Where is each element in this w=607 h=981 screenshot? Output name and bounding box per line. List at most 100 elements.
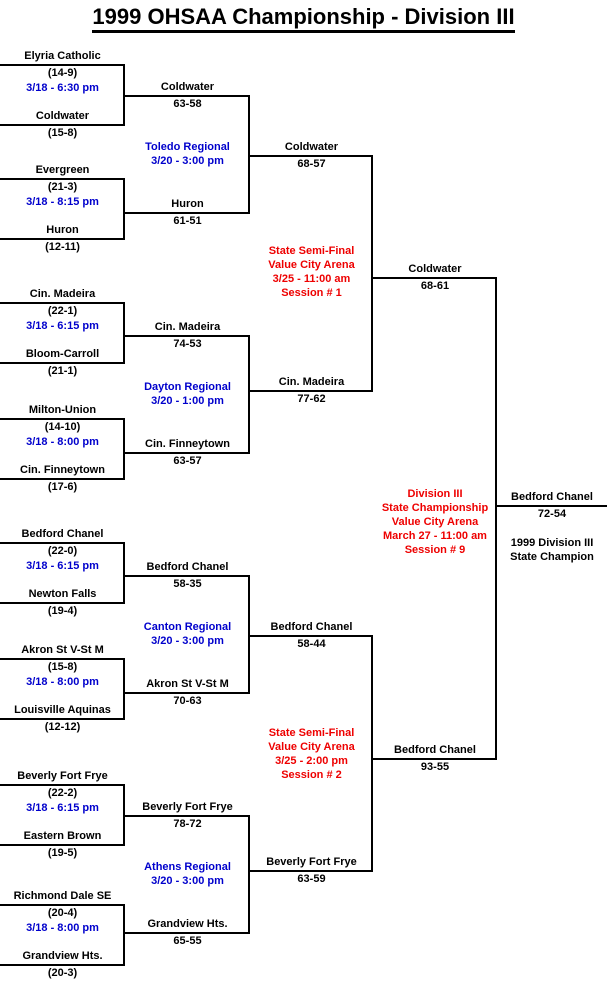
page-title: 1999 OHSAA Championship - Division III — [0, 4, 607, 33]
final-info-line5: Session # 9 — [404, 544, 466, 556]
r3-m2-bottom-team: Beverly Fort Frye — [266, 856, 357, 868]
final-info-line2: State Championship — [381, 502, 489, 514]
r1-m1-bottom-line — [0, 124, 125, 126]
r2-m3-bottom-score: 70-63 — [173, 695, 202, 707]
r1-m2-record2: (12-11) — [45, 241, 80, 253]
r1-m8-right-line — [123, 904, 125, 966]
r1-m8-team2: Grandview Hts. — [22, 950, 103, 962]
r1-m8-top-line — [0, 904, 125, 906]
champion-score: 72-54 — [537, 508, 567, 520]
r1-m6-top-line — [0, 658, 125, 660]
r2-m4-right-line — [248, 815, 250, 934]
r2-m3-bottom-team: Akron St V-St M — [146, 678, 229, 690]
r1-m8-record1: (20-4) — [47, 907, 78, 919]
final-info-line3: Value City Arena — [391, 516, 479, 528]
r1-m6-right-line — [123, 658, 125, 720]
r2-m1-right-line — [248, 95, 250, 214]
r1-m7-bottom-line — [0, 844, 125, 846]
r2-m2-label: Dayton Regional — [144, 381, 231, 393]
r2-m3-label: Canton Regional — [143, 621, 232, 633]
r3-m2-info-line1: State Semi-Final — [268, 727, 355, 739]
r2-m4-bottom-score: 65-55 — [173, 935, 202, 947]
r3-m2-top-line — [250, 635, 373, 637]
r2-m2-right-line — [248, 335, 250, 454]
r1-m3-datetime: 3/18 - 6:15 pm — [26, 320, 99, 332]
r1-m8-bottom-line — [0, 964, 125, 966]
champion-team: Bedford Chanel — [511, 491, 593, 503]
champion-caption-line1: 1999 Division III — [510, 537, 594, 549]
r2-m2-bottom-team: Cin. Finneytown — [145, 438, 230, 450]
page-title-text: 1999 OHSAA Championship - Division III — [92, 4, 515, 33]
r1-m2-top-line — [0, 178, 125, 180]
r2-m4-label: Athens Regional — [144, 861, 231, 873]
r1-m1-record2: (15-8) — [47, 127, 78, 139]
r3-m2-bottom-score: 63-59 — [297, 873, 326, 885]
r2-m4-bottom-line — [125, 932, 250, 934]
r1-m6-record1: (15-8) — [47, 661, 78, 673]
r1-m6-team2: Louisville Aquinas — [14, 704, 111, 716]
r1-m2-team2: Huron — [46, 224, 79, 236]
r1-m1-datetime: 3/18 - 6:30 pm — [26, 82, 99, 94]
r2-m4-label-time: 3/20 - 3:00 pm — [151, 875, 224, 887]
r1-m6-bottom-line — [0, 718, 125, 720]
r2-m1-bottom-team: Huron — [171, 198, 204, 210]
r1-m1-team1: Elyria Catholic — [24, 50, 101, 62]
r3-m1-info-line4: Session # 1 — [281, 287, 342, 299]
r1-m5-team2: Newton Falls — [28, 588, 97, 600]
r3-m1-right-line — [371, 155, 373, 392]
r2-m1-top-team: Coldwater — [160, 81, 215, 93]
r1-m1-right-line — [123, 64, 125, 126]
r3-m2-info-line4: Session # 2 — [281, 769, 342, 781]
r1-m7-team2: Eastern Brown — [23, 830, 102, 842]
r1-m1-record1: (14-9) — [47, 67, 78, 79]
r2-m1-label-time: 3/20 - 3:00 pm — [151, 155, 224, 167]
r3-m2-top-score: 58-44 — [297, 638, 326, 650]
r1-m8-team1: Richmond Dale SE — [13, 890, 112, 902]
final-right-line — [495, 277, 497, 760]
r2-m1-top-score: 63-58 — [173, 98, 202, 110]
r3-m1-top-line — [250, 155, 373, 157]
r1-m3-record2: (21-1) — [47, 365, 78, 377]
r3-m1-top-score: 68-57 — [297, 158, 326, 170]
r2-m1-bottom-line — [125, 212, 250, 214]
champion-caption-line2: State Champion — [510, 551, 594, 563]
r2-m2-top-line — [125, 335, 250, 337]
r1-m8-record2: (20-3) — [47, 967, 78, 979]
r1-m5-record1: (22-0) — [47, 545, 78, 557]
r1-m2-record1: (21-3) — [47, 181, 78, 193]
r1-m7-record2: (19-5) — [47, 847, 78, 859]
r2-m4-top-team: Beverly Fort Frye — [142, 801, 233, 813]
r2-m3-label-time: 3/20 - 3:00 pm — [151, 635, 224, 647]
r3-m1-info-line3: 3/25 - 11:00 am — [272, 273, 351, 285]
r1-m4-record2: (17-6) — [47, 481, 78, 493]
r1-m4-record1: (14-10) — [44, 421, 81, 433]
r2-m3-bottom-line — [125, 692, 250, 694]
r1-m4-top-line — [0, 418, 125, 420]
r2-m1-label: Toledo Regional — [145, 141, 230, 153]
r1-m6-team1: Akron St V-St M — [21, 644, 104, 656]
r1-m7-datetime: 3/18 - 6:15 pm — [26, 802, 99, 814]
r1-m3-team2: Bloom-Carroll — [25, 348, 100, 360]
r3-m1-bottom-line — [250, 390, 373, 392]
r3-m2-right-line — [371, 635, 373, 872]
r2-m3-right-line — [248, 575, 250, 694]
r3-m2-info-line2: Value City Arena — [268, 741, 355, 753]
r2-m3-top-line — [125, 575, 250, 577]
r2-m4-bottom-team: Grandview Hts. — [147, 918, 228, 930]
champion-line — [497, 505, 607, 507]
r1-m5-bottom-line — [0, 602, 125, 604]
r1-m4-datetime: 3/18 - 8:00 pm — [26, 436, 99, 448]
r1-m3-bottom-line — [0, 362, 125, 364]
r2-m1-bottom-score: 61-51 — [173, 215, 202, 227]
r3-m1-info-line2: Value City Arena — [268, 259, 355, 271]
r1-m6-datetime: 3/18 - 8:00 pm — [26, 676, 99, 688]
final-top-line — [373, 277, 497, 279]
final-top-team: Coldwater — [408, 263, 462, 275]
r2-m1-top-line — [125, 95, 250, 97]
r1-m7-team1: Beverly Fort Frye — [17, 770, 108, 782]
r1-m5-datetime: 3/18 - 6:15 pm — [26, 560, 99, 572]
r3-m1-bottom-team: Cin. Madeira — [278, 376, 345, 388]
r2-m4-top-score: 78-72 — [173, 818, 202, 830]
r1-m3-top-line — [0, 302, 125, 304]
r1-m4-team2: Cin. Finneytown — [20, 464, 105, 476]
